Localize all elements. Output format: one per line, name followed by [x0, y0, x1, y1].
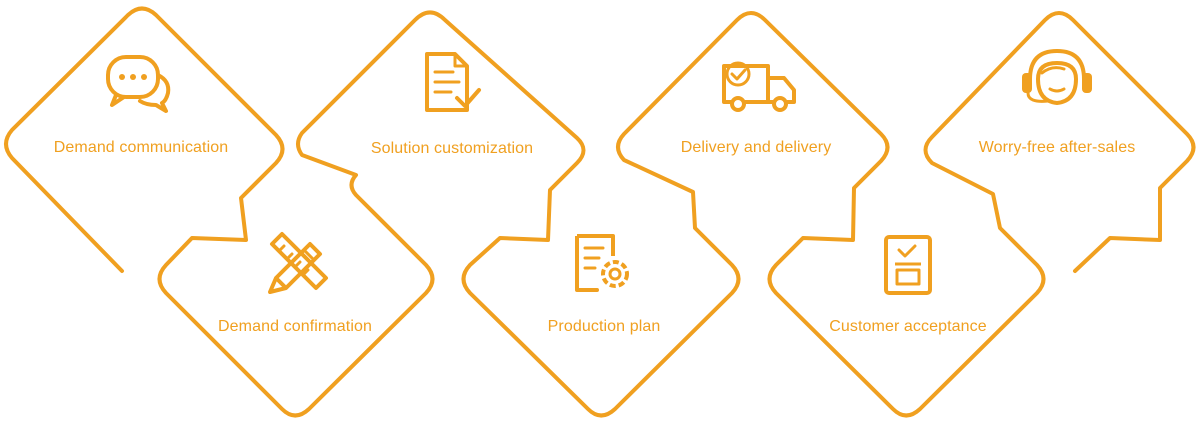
delivery-truck-icon [722, 61, 796, 112]
step-6-label: Customer acceptance [829, 318, 987, 335]
document-gear-icon [575, 234, 629, 292]
pencil-ruler-icon [268, 232, 328, 294]
step-6-icon [883, 234, 933, 296]
step-2-label: Demand confirmation [218, 318, 372, 335]
step-5-label: Delivery and delivery [680, 139, 832, 156]
document-check-icon [425, 52, 481, 112]
step-2-icon [264, 232, 330, 296]
step-4-label: Production plan [547, 318, 661, 335]
step-3-label: Solution customization [370, 140, 534, 157]
step-1-icon [106, 55, 174, 113]
checklist-box-icon [884, 235, 932, 295]
step-7-icon [1018, 45, 1096, 109]
speech-bubbles-icon [106, 55, 171, 113]
step-3-icon [423, 50, 483, 114]
step-4-icon [573, 232, 635, 294]
step-1-label: Demand communication [53, 139, 229, 156]
headset-agent-icon [1022, 48, 1092, 106]
zigzag-connector-path [4, 6, 1196, 418]
step-5-icon [720, 58, 798, 114]
step-7-label: Worry-free after-sales [978, 139, 1136, 156]
